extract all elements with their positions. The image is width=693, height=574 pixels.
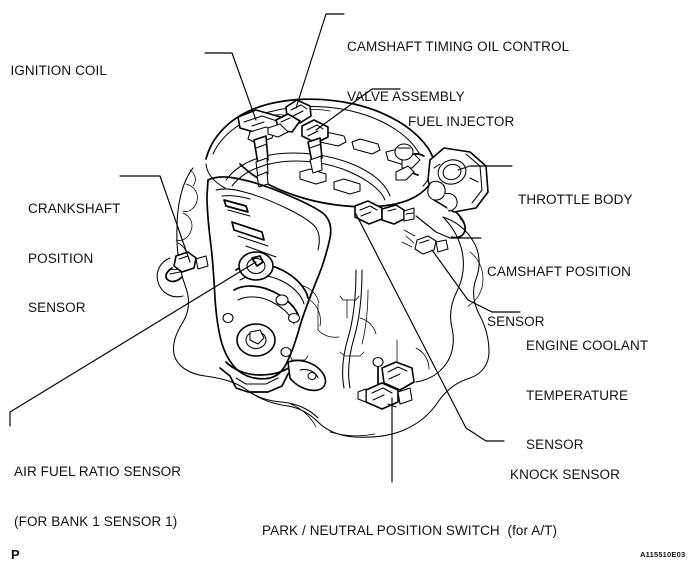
callout-line: SENSOR	[487, 313, 545, 329]
callout-line: SENSOR	[28, 300, 86, 315]
exhaust-manifold-heat-insulator	[206, 176, 332, 393]
callout-ignition-coil: IGNITION COIL	[0, 46, 107, 96]
callout-line: IGNITION COIL	[10, 62, 107, 78]
leader-crankshaft-position-sensor	[119, 175, 191, 263]
callout-knock-sensor: KNOCK SENSOR	[510, 434, 620, 517]
callout-line: ENGINE COOLANT	[526, 338, 649, 353]
leader-ignition-coil	[204, 52, 257, 121]
callout-line: SENSOR	[526, 437, 584, 452]
throttle-body-part	[394, 143, 489, 239]
engine-block-outline	[170, 167, 490, 438]
camshaft-timing-oil-control-valve-part	[267, 99, 312, 138]
callout-engine-coolant-temperature-sensor: ENGINE COOLANT TEMPERATURE SENSOR	[526, 305, 648, 487]
callout-throttle-body: THROTTLE BODY	[518, 159, 633, 242]
ignition-coil-part	[237, 109, 287, 188]
callout-camshaft-timing-oil-control-valve-assembly: CAMSHAFT TIMING OIL CONTROL VALVE ASSEMB…	[347, 6, 569, 138]
leader-lines	[9, 13, 521, 483]
callout-line: THROTTLE BODY	[518, 192, 633, 207]
leader-engine-coolant-temp-sensor	[431, 249, 521, 313]
callout-line: VALVE ASSEMBLY	[347, 88, 465, 104]
callout-line: (FOR BANK 1 SENSOR 1)	[14, 513, 178, 529]
callout-line: PARK / NEUTRAL POSITION SWITCH (for A/T)	[262, 523, 558, 538]
callout-line: CAMSHAFT POSITION	[487, 264, 631, 279]
leader-air-fuel-ratio-sensor	[9, 261, 257, 427]
callout-camshaft-position-sensor: CAMSHAFT POSITION SENSOR	[487, 231, 631, 363]
callout-line: TEMPERATURE	[526, 387, 629, 403]
crankshaft-position-sensor-part	[156, 251, 209, 298]
leader-camshaft-timing-valve	[295, 13, 345, 109]
callout-line: CRANKSHAFT	[28, 201, 121, 216]
callout-line: FUEL INJECTOR	[408, 114, 515, 129]
leader-fuel-injector	[315, 88, 401, 131]
leader-knock-sensor	[355, 213, 505, 442]
leader-camshaft-position-sensor	[415, 215, 482, 239]
callout-crankshaft-position-sensor: CRANKSHAFT POSITION SENSOR	[28, 168, 121, 350]
page-mark: P	[11, 547, 20, 562]
camshaft-position-sensor-part	[354, 200, 415, 225]
leader-throttle-body	[457, 165, 513, 171]
engine-coolant-temperature-sensor-part	[401, 229, 449, 255]
callout-line: POSITION	[28, 250, 94, 266]
callout-line: AIR FUEL RATIO SENSOR	[14, 464, 182, 479]
fuel-injector-part	[301, 119, 329, 174]
callout-fuel-injector: FUEL INJECTOR	[408, 81, 514, 164]
park-neutral-position-switch-part	[357, 356, 415, 410]
callout-park-neutral-position-switch: PARK / NEUTRAL POSITION SWITCH (for A/T)	[262, 490, 557, 573]
figure-code: A115510E03	[640, 550, 686, 559]
callout-line: KNOCK SENSOR	[510, 467, 620, 482]
callout-line: CAMSHAFT TIMING OIL CONTROL	[347, 39, 570, 54]
callout-air-fuel-ratio-sensor: AIR FUEL RATIO SENSOR (FOR BANK 1 SENSOR…	[14, 431, 181, 563]
